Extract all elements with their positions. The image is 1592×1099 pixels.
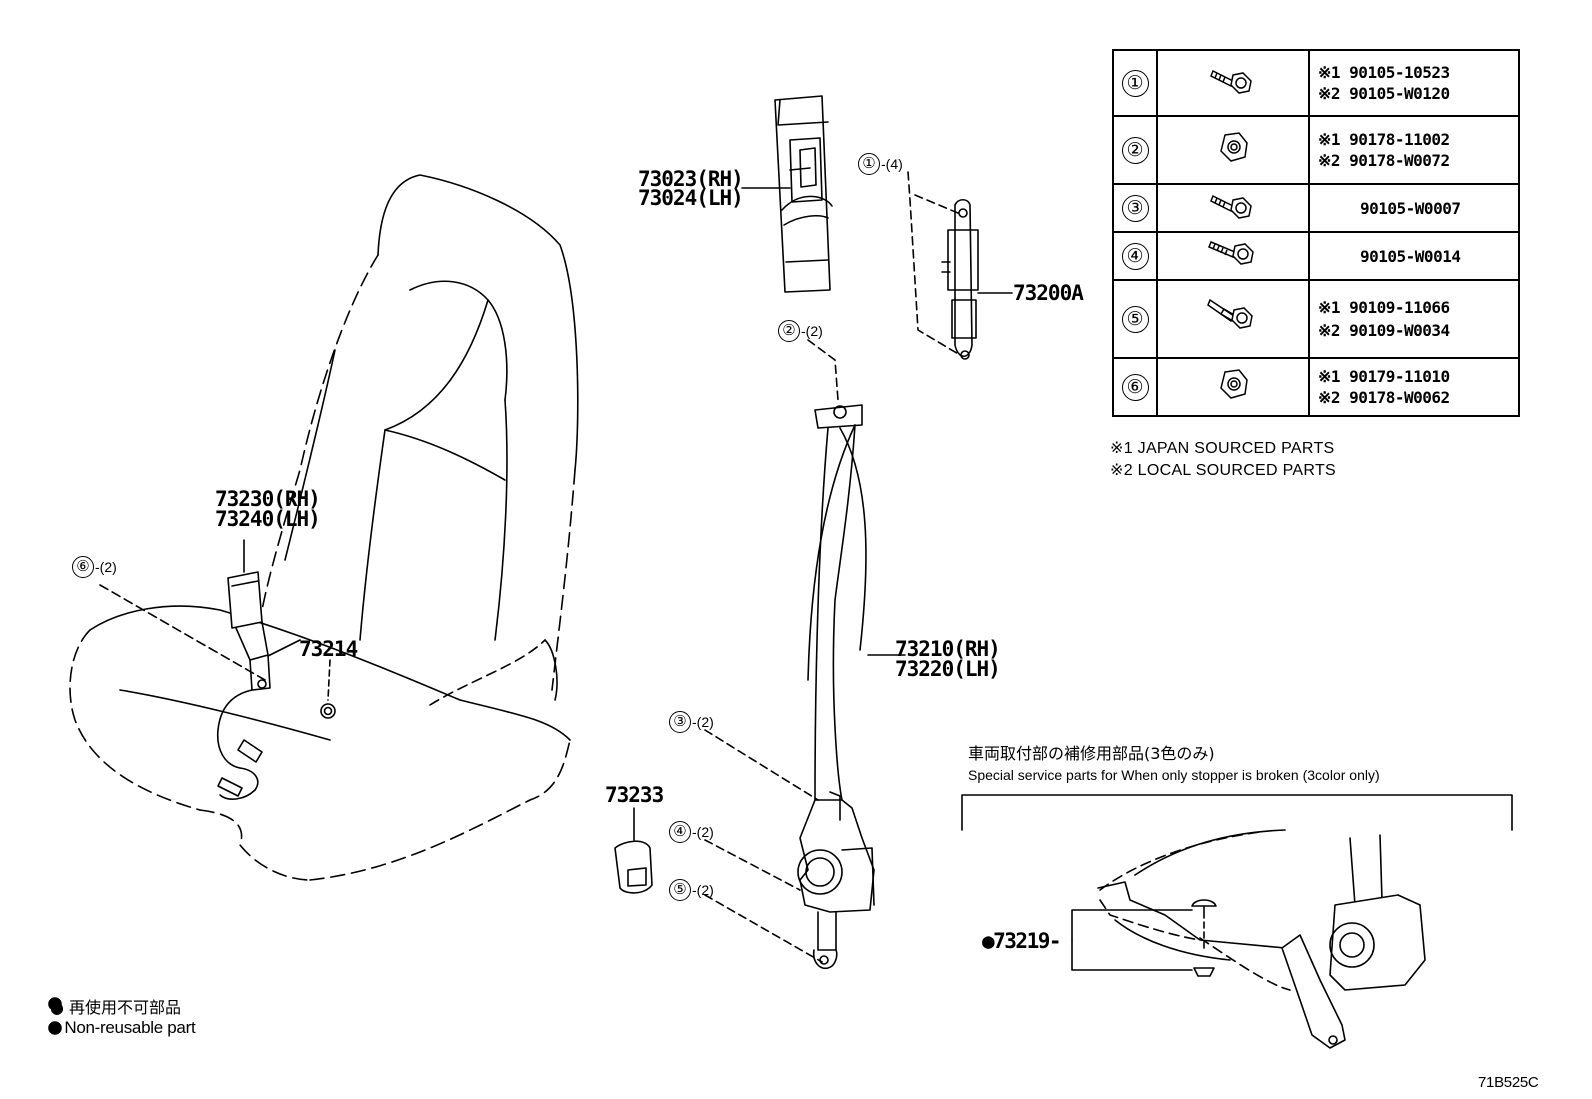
bullet-icon [48,1021,62,1035]
callout-3: ③-(2) [669,711,714,733]
legend-jp: ● 再使用不可部品 [50,998,182,1017]
part-number: ※1 90178-11002 [1318,130,1450,149]
pillar-garnish [774,95,833,293]
bolt-icon [1210,69,1252,94]
row-number: ② [1121,136,1149,164]
stud-bolt-icon [1207,298,1253,329]
bolt-icon [1210,194,1252,219]
drawing-code: 71B525C [1478,1074,1539,1091]
nut-icon [1220,368,1248,399]
part-number: ※1 90109-11066 [1318,298,1450,317]
bolt-icon [1208,240,1254,265]
callout-4: ④-(2) [669,821,714,843]
part-number: ※1 90105-10523 [1318,63,1450,82]
garnish-rh-label: 73023(RH) [638,167,744,191]
part-number: 90105-W0007 [1360,198,1461,218]
retractor-lh-label: 73220(LH) [895,657,1001,681]
seat-belt-buckle [216,571,271,800]
part-number: ※2 90109-W0034 [1318,321,1450,340]
callout-6: ⑥-(2) [72,556,117,578]
table-row: ③ 90105-W0007 [1112,183,1520,233]
bullet-icon [48,997,62,1011]
row-number: ④ [1121,242,1149,270]
height-adjuster [941,198,979,360]
part-number: ※2 90178-W0072 [1318,151,1450,170]
fastener-table: ① ※1 90105-10523 ※2 90105-W0120 ② ※1 9017… [1112,49,1520,417]
buckle-rh-label: 73230(RH) [215,487,321,511]
row-number: ⑤ [1121,305,1149,333]
row-number: ⑥ [1121,373,1149,401]
adjuster-label: 73200A [1013,281,1084,305]
nut-icon [1220,131,1248,162]
leader-line [1071,909,1193,941]
retractor-rh-label: 73210(RH) [895,637,1001,661]
stopper-detail [1097,829,1426,1049]
stopper-label: ●73219- [982,929,1062,953]
garnish-lh-label: 73024(LH) [638,186,744,210]
plug-label: 73214 [299,637,358,661]
special-parts-title-en: Special service parts for When only stop… [968,767,1380,783]
part-number: ※2 90178-W0062 [1318,388,1450,407]
cover-label: 73233 [605,783,664,807]
table-row: ④ 90105-W0014 [1112,231,1520,281]
seat-belt-assembly [797,404,875,970]
note-local-sourced: ※2 LOCAL SOURCED PARTS [1110,462,1336,479]
plug-hole-icon [320,703,336,719]
note-japan-sourced: ※1 JAPAN SOURCED PARTS [1110,440,1335,457]
part-number: 90105-W0014 [1360,246,1461,266]
table-row: ② ※1 90178-11002 ※2 90178-W0072 [1112,115,1520,185]
callout-1: ①-(4) [858,153,903,175]
seat-outline [69,174,579,881]
special-parts-title-jp: 車両取付部の補修用部品(3色のみ) [968,744,1215,763]
callout-5: ⑤-(2) [669,879,714,901]
table-row: ① ※1 90105-10523 ※2 90105-W0120 [1112,49,1520,117]
row-number: ③ [1121,194,1149,222]
legend-en: ● Non-reusable part [50,1018,196,1037]
table-row: ⑤ ※1 90109-11066 ※2 90109-W0034 [1112,279,1520,359]
special-parts-frame [961,794,1513,831]
buckle-lh-label: 73240(LH) [215,507,321,531]
belt-cover [614,840,653,894]
callout-2: ②-(2) [778,320,823,342]
part-number: ※1 90179-11010 [1318,367,1450,386]
table-row: ⑥ ※1 90179-11010 ※2 90178-W0062 [1112,357,1520,417]
part-number: ※2 90105-W0120 [1318,84,1450,103]
row-number: ① [1121,69,1149,97]
